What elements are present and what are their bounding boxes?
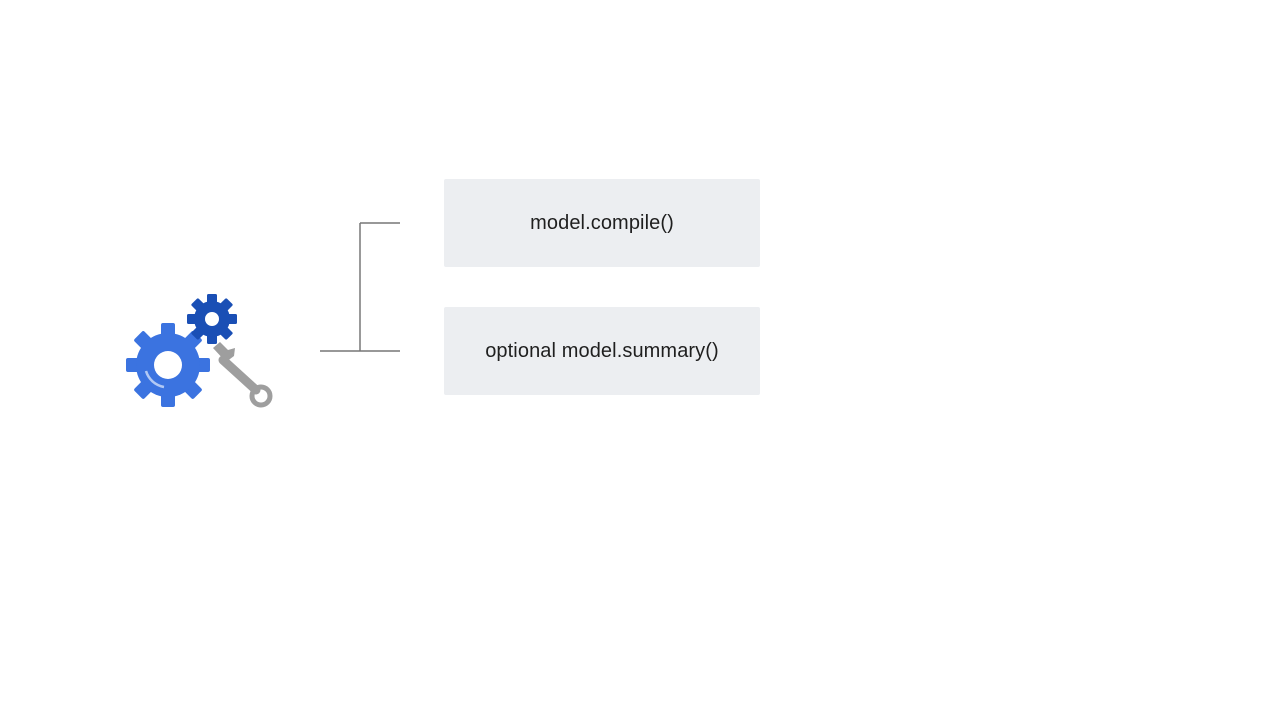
settings-gears-wrench-icon [126, 294, 273, 408]
wrench-icon [213, 342, 273, 408]
large-gear-icon [126, 323, 210, 407]
small-gear-icon [187, 294, 237, 344]
bracket-connector [320, 222, 400, 352]
step-box-compile: model.compile() [444, 179, 760, 267]
step-box-summary: optional model.summary() [444, 307, 760, 395]
